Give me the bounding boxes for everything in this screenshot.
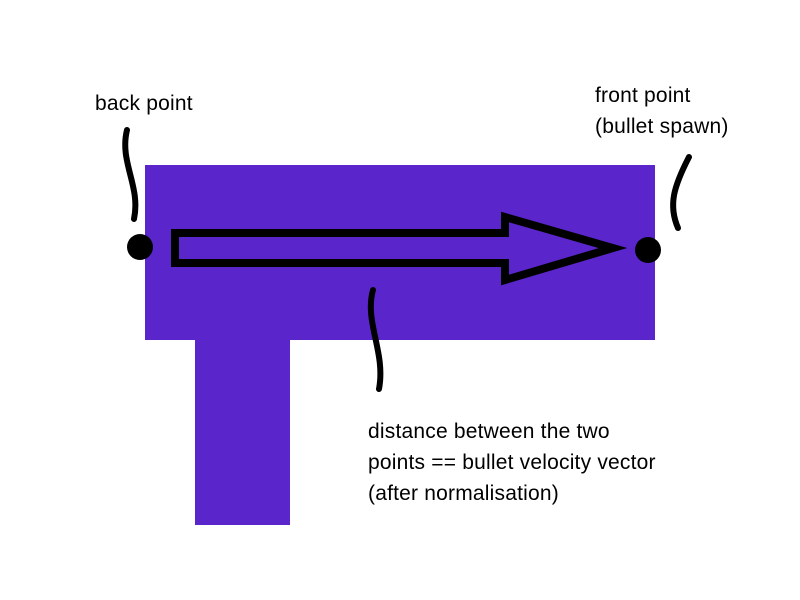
back-point-dot — [127, 234, 153, 260]
annotation-label: distance between the two points == bulle… — [368, 420, 656, 505]
gun-grip-shape — [195, 340, 290, 525]
gun-body-shape — [145, 165, 655, 340]
annotation-connector-line — [367, 287, 384, 392]
front-point-connector-line — [670, 154, 692, 231]
velocity-arrow — [171, 211, 628, 286]
back-point-connector-line — [122, 127, 139, 222]
front-point-label: front point (bullet spawn) — [595, 84, 729, 138]
back-point-label: back point — [95, 92, 193, 115]
front-point-dot — [635, 237, 661, 263]
